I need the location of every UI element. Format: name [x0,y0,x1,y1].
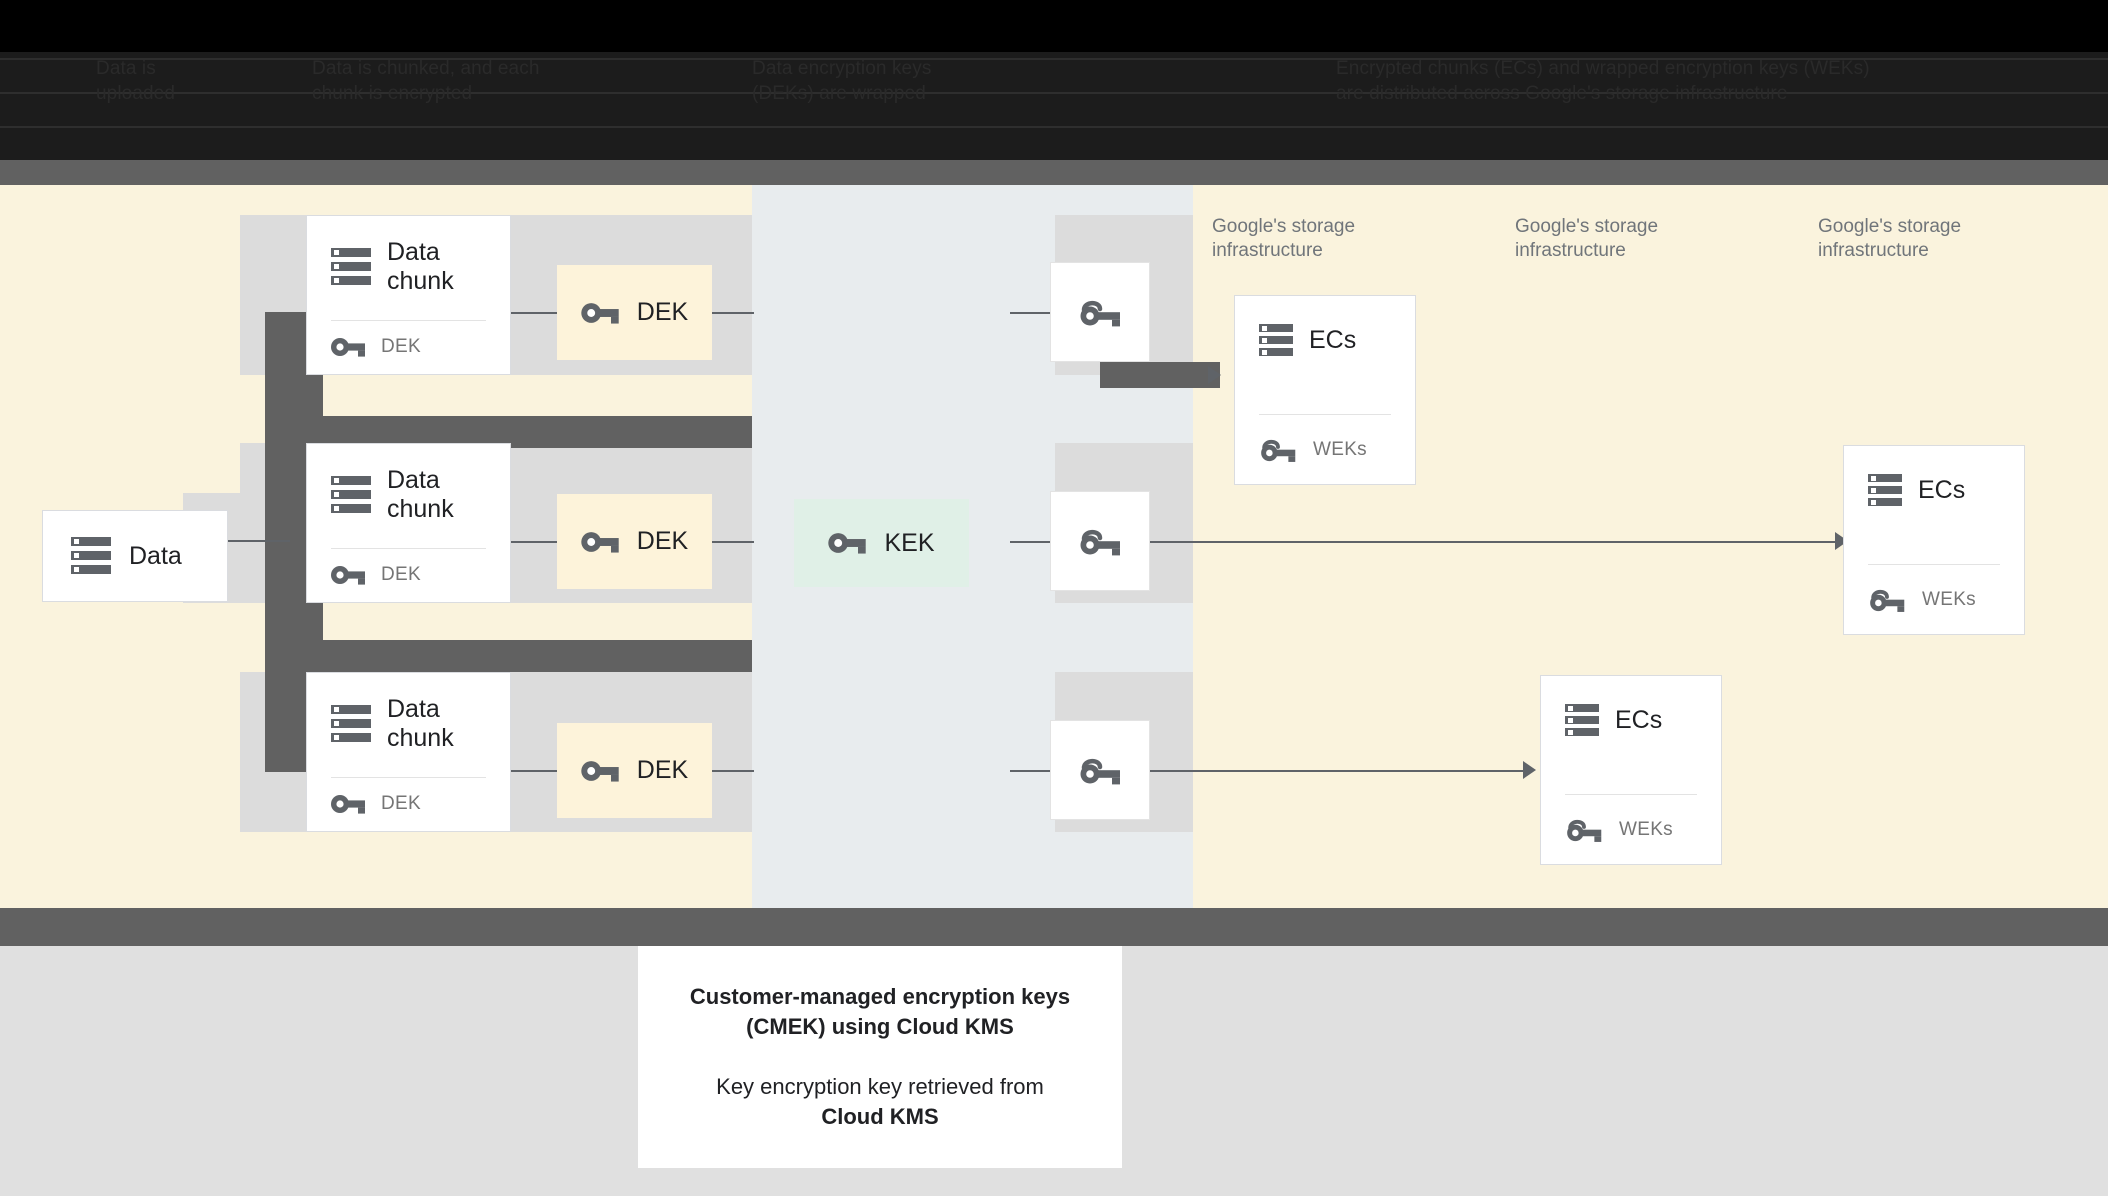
wire-to-wek3 [1010,770,1052,772]
chip-dek-1-label: DEK [636,298,689,326]
chip-dek-1[interactable]: DEK [557,265,712,360]
key-icon [581,302,619,324]
card-ec-3[interactable]: ECs WEKs [1540,675,1722,865]
dark-connector-ec1 [1100,362,1220,388]
storage-icon [1259,324,1293,357]
header-col-2-line1: Data is chunked, and each [312,58,540,79]
header-col-3-line1: Data encryption keys [752,58,932,79]
key-icon [331,794,365,814]
wire-dek2-out [712,541,754,543]
wire-dek1-out [712,312,754,314]
header-dark-band [0,52,2108,160]
card-ec-2[interactable]: ECs WEKs [1843,445,2025,635]
wire-to-ec-3 [1150,770,1528,772]
card-data-source[interactable]: Data [42,510,228,602]
chip-dek-2[interactable]: DEK [557,494,712,589]
wire-to-ec-2 [1150,541,1840,543]
caption-normal-line2: Cloud KMS [821,1104,939,1129]
caption-box: Customer-managed encryption keys (CMEK) … [638,946,1122,1168]
wrapped-key-icon [1078,526,1122,556]
fork-branch-1 [265,416,752,448]
caption-bold-line2: (CMEK) using Cloud KMS [746,1014,1014,1039]
card-chunk-2-title: Data chunk [387,466,454,523]
caption-bold-line1: Customer-managed encryption keys [689,984,1071,1009]
card-ec-1-title: ECs [1309,326,1357,354]
storage-icon [331,248,371,286]
card-ec-1[interactable]: ECs WEKs [1234,295,1416,485]
storage-icon [331,705,371,743]
card-ec-1-sub: WEKs [1313,438,1367,460]
storage-label-2: Google's storage infrastructure [1515,216,1659,261]
key-icon [828,532,867,554]
wire-chunk3-dek3 [511,770,557,772]
card-chunk-3-title: Data chunk [387,695,454,752]
arrow-to-ec-3 [1523,761,1536,779]
chip-kek-label: KEK [884,528,935,557]
card-chunk-1[interactable]: Data chunk DEK [306,215,511,375]
header-col-1-line2: uploaded [96,83,175,104]
header-col-3-line2: (DEKs) are wrapped [752,83,926,104]
card-ec-2-sub: WEKs [1922,588,1976,610]
wrapped-key-icon [1868,586,1906,613]
card-chunk-2[interactable]: Data chunk DEK [306,443,511,603]
chip-dek-3[interactable]: DEK [557,723,712,818]
key-icon [331,337,365,357]
storage-icon [1565,704,1599,737]
chip-wek-2[interactable] [1050,491,1150,591]
card-ec-3-title: ECs [1615,706,1663,734]
arrow-to-ec-1 [1208,366,1221,384]
card-chunk-2-sub: DEK [381,564,421,585]
card-chunk-3-sub: DEK [381,793,421,814]
header-col-4-line2: are distributed across Google's storage … [1336,83,1788,104]
card-ec-2-title: ECs [1918,476,1966,504]
storage-icon [1868,474,1902,507]
wire-to-wek1 [1010,312,1052,314]
storage-label-3: Google's storage infrastructure [1818,216,1962,261]
card-chunk-3[interactable]: Data chunk DEK [306,672,511,832]
wire-source-to-fork [228,540,290,542]
header-col-4-line1: Encrypted chunks (ECs) and wrapped encry… [1336,58,1870,79]
wrapped-key-icon [1259,436,1297,463]
key-icon [581,531,619,553]
wire-to-wek2 [1010,541,1052,543]
card-chunk-1-sub: DEK [381,336,421,357]
wrapped-key-icon [1078,755,1122,785]
chip-kek[interactable]: KEK [794,499,969,587]
header-col-3: Data encryption keys (DEKs) are wrapped [752,56,1052,106]
wrapped-key-icon [1078,297,1122,327]
chip-wek-3[interactable] [1050,720,1150,820]
header-col-2: Data is chunked, and each chunk is encry… [312,56,632,106]
key-icon [581,760,619,782]
key-icon [331,565,365,585]
wrapped-key-icon [1565,816,1603,843]
header-separator-bar [0,160,2108,185]
chip-dek-2-label: DEK [636,527,689,555]
footer-separator-bar [0,908,2108,946]
header-col-1-line1: Data is [96,58,156,79]
chip-dek-3-label: DEK [636,756,689,784]
caption-normal-line1: Key encryption key retrieved from [716,1074,1044,1099]
header-col-2-line2: chunk is encrypted [312,83,473,104]
header-black-band [0,0,2108,52]
card-data-source-title: Data [129,541,182,570]
header-col-4: Encrypted chunks (ECs) and wrapped encry… [1336,56,2056,106]
wire-chunk1-dek1 [511,312,557,314]
storage-icon [71,537,111,575]
card-chunk-1-title: Data chunk [387,238,454,295]
header-col-1: Data is uploaded [96,56,286,106]
storage-icon [331,476,371,514]
chip-wek-1[interactable] [1050,262,1150,362]
storage-label-1: Google's storage infrastructure [1212,216,1356,261]
wire-chunk2-dek2 [511,541,557,543]
card-ec-3-sub: WEKs [1619,818,1673,840]
fork-branch-2 [265,640,752,672]
wire-dek3-out [712,770,754,772]
